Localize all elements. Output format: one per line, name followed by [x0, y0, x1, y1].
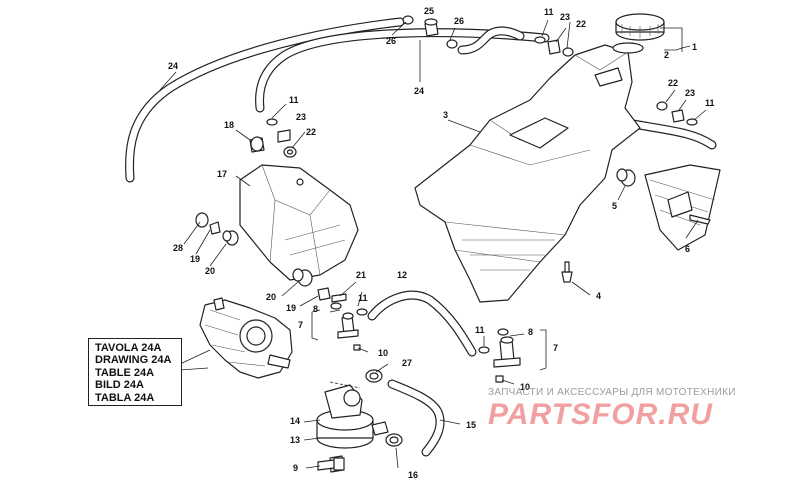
vent-hose-24-long: [255, 28, 550, 113]
frame-bracket: [644, 164, 721, 251]
valve-assembly-7-right: [493, 328, 521, 383]
screw-4: [561, 261, 573, 283]
callout-23-b: 23: [560, 12, 570, 22]
callout-23-c: 23: [685, 88, 695, 98]
valve-23-right: [671, 109, 685, 123]
valve-assembly-7-left: [330, 302, 361, 351]
clamp-27: [365, 369, 383, 383]
callout-6: 6: [685, 244, 690, 254]
callout-9: 9: [293, 463, 298, 473]
callout-22-a: 22: [306, 127, 316, 137]
fitting-25: [424, 18, 439, 37]
reference-line-es: TABLA 24A: [95, 391, 155, 404]
fuel-pump: [316, 384, 389, 473]
callout-21: 21: [356, 270, 366, 280]
grommet-20-b: [292, 268, 313, 287]
vent-hose-24-left: [125, 17, 405, 183]
callout-26-b: 26: [454, 16, 464, 26]
clamp-11-far-right: [686, 118, 698, 126]
washer-22-right: [656, 101, 668, 111]
clamp-11-left: [356, 308, 368, 316]
valve-23-top: [547, 39, 561, 55]
callout-7-right: 7: [553, 343, 558, 353]
drawing-reference-box: TAVOLA 24A DRAWING 24A TABLE 24A BILD 24…: [88, 338, 182, 406]
callout-24-a: 24: [168, 61, 178, 71]
clamp-11-a: [266, 118, 278, 126]
reference-line-fr: TABLE 24A: [95, 366, 155, 379]
callout-2: 2: [664, 50, 669, 60]
clip-19-b: [317, 287, 331, 301]
washer-22-a: [283, 146, 297, 158]
clamp-11-right: [478, 346, 490, 354]
clamp-16: [385, 433, 403, 447]
callout-26-a: 26: [386, 36, 396, 46]
callout-20-b: 20: [266, 292, 276, 302]
screw-9: [317, 457, 345, 471]
reference-line-de: BILD 24A: [95, 379, 144, 392]
callout-14: 14: [290, 416, 300, 426]
callout-22-c: 22: [668, 78, 678, 88]
valve-23-a: [277, 129, 291, 143]
callout-7-left: 7: [298, 320, 303, 330]
callout-1: 1: [692, 42, 697, 52]
callout-19-b: 19: [286, 303, 296, 313]
washer-22-top: [562, 47, 574, 57]
fitting-18: [249, 136, 265, 153]
callout-11-e: 11: [475, 325, 485, 335]
callout-11-d: 11: [358, 293, 368, 303]
reference-line-it: TAVOLA 24A: [95, 342, 162, 354]
callout-15: 15: [466, 420, 476, 430]
callout-28: 28: [173, 243, 183, 253]
clamp-26-b: [446, 39, 458, 49]
clamp-11-top: [534, 36, 546, 44]
callout-10-right: 10: [520, 382, 530, 392]
carburetor: [199, 297, 293, 379]
callout-11-c: 11: [705, 98, 715, 108]
callout-11-a: 11: [289, 95, 299, 105]
fuel-tank: [414, 44, 641, 303]
vent-hose-short-top: [457, 26, 525, 55]
callout-3: 3: [443, 110, 448, 120]
reference-line-en: DRAWING 24A: [95, 354, 172, 367]
screw-21: [331, 293, 347, 303]
callout-18: 18: [224, 120, 234, 130]
secondary-tank: [239, 164, 359, 281]
callout-8-right: 8: [528, 327, 533, 337]
callout-19-a: 19: [190, 254, 200, 264]
callout-12: 12: [397, 270, 407, 280]
rubber-damper: [616, 168, 636, 187]
callout-8-left: 8: [313, 304, 318, 314]
callout-20-a: 20: [205, 266, 215, 276]
callout-25: 25: [424, 6, 434, 16]
clamp-26-a: [402, 15, 414, 25]
tank-cap: [612, 13, 665, 54]
callout-10-left: 10: [378, 348, 388, 358]
callout-23-a: 23: [296, 112, 306, 122]
watermark-tagline: ЗАПЧАСТИ И АКСЕССУАРЫ ДЛЯ МОТОТЕХНИКИ: [488, 387, 736, 398]
clip-19-a: [209, 221, 221, 235]
callout-labels: 1 2 3 4 5 6 7 7 8 8 9 10 10 11 11 11 11 …: [168, 6, 715, 480]
callout-5: 5: [612, 201, 617, 211]
callout-17: 17: [217, 169, 227, 179]
fuel-hose-12: [367, 290, 477, 357]
callout-16: 16: [408, 470, 418, 480]
grommet-20-a: [222, 230, 239, 246]
callout-4: 4: [596, 291, 601, 301]
callout-11-b: 11: [544, 7, 554, 17]
callout-22-b: 22: [576, 19, 586, 29]
callout-13: 13: [290, 435, 300, 445]
fuel-hose-15: [387, 379, 445, 457]
callout-24-b: 24: [414, 86, 424, 96]
watermark-brand: PARTSFOR.RU: [488, 398, 713, 431]
callout-27: 27: [402, 358, 412, 368]
leader-lines: [159, 19, 707, 469]
